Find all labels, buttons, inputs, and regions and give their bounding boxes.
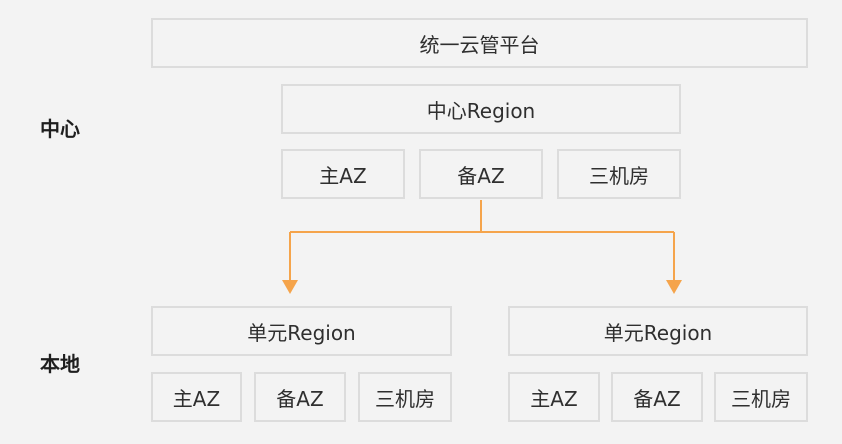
unified-cloud-platform-box: 统一云管平台 [151,18,808,68]
unified-cloud-platform-label: 统一云管平台 [419,32,540,57]
unit1-backup-az-label: 备AZ [276,386,324,411]
unit-region-box-1: 单元Region [151,306,452,356]
center-region-box: 中心Region [281,84,681,134]
unit2-primary-az-label: 主AZ [530,386,578,411]
unit2-backup-az-label: 备AZ [633,386,681,411]
left-arrow-head [282,280,298,294]
connector-lines [289,200,675,281]
center-third-datacenter-label: 三机房 [589,163,649,188]
unit-region-label-2: 单元Region [603,320,713,345]
unit1-primary-az-box: 主AZ [151,372,242,422]
unit2-third-datacenter-label: 三机房 [731,386,791,411]
unit1-primary-az-label: 主AZ [172,386,221,411]
center-label: 中心 [40,117,80,141]
right-arrow-head [666,280,682,294]
unit2-third-datacenter-box: 三机房 [714,372,808,422]
center-region-label: 中心Region [426,98,536,123]
unit-region-box-2: 单元Region [508,306,808,356]
local-label: 本地 [40,352,80,376]
unit1-third-datacenter-label: 三机房 [375,386,435,411]
center-third-datacenter-box: 三机房 [557,149,681,199]
center-primary-az-box: 主AZ [281,149,405,199]
unit1-third-datacenter-box: 三机房 [358,372,452,422]
center-backup-az-box: 备AZ [419,149,543,199]
unit2-backup-az-box: 备AZ [611,372,703,422]
unit1-backup-az-box: 备AZ [254,372,346,422]
unit-region-label-1: 单元Region [247,320,356,345]
center-primary-az-label: 主AZ [319,163,367,188]
center-backup-az-label: 备AZ [457,163,505,188]
unit2-primary-az-box: 主AZ [508,372,600,422]
